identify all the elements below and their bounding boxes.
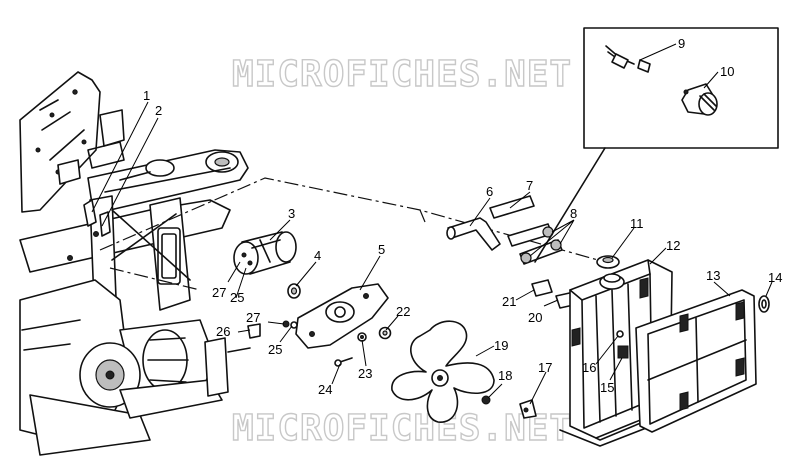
callout-27-upper: 27 [212,285,226,300]
callout-21: 21 [502,294,516,309]
radiator-screen [635,289,757,433]
callout-8: 8 [570,206,577,221]
fitting-17 [519,399,537,419]
callout-15: 15 [600,380,614,395]
callout-25-upper: 25 [230,290,244,305]
callout-1: 1 [143,88,150,103]
callout-25-lower: 25 [268,342,282,357]
callout-9: 9 [678,36,685,51]
callout-17: 17 [538,360,552,375]
callout-23: 23 [358,366,372,381]
callout-12: 12 [666,238,680,253]
fan-motor [233,231,297,275]
bolt-26 [247,323,261,339]
callout-4: 4 [314,248,321,263]
vehicle-frame [19,71,251,456]
frame-bolts [83,199,111,237]
fan-blade [391,320,495,423]
callout-13: 13 [706,268,720,283]
callout-22: 22 [396,304,410,319]
callout-14: 14 [768,270,782,285]
grommet-14 [758,295,770,313]
radiator-cap [596,255,620,269]
watermark-top: MICROFICHES.NET [232,54,572,95]
fan-mount-bracket [295,283,389,349]
motor-shaft-collar [287,283,301,299]
callout-20: 20 [528,310,542,325]
callout-11: 11 [630,216,644,231]
callout-16: 16 [582,360,596,375]
inset-pointer-line [534,147,606,263]
callout-19: 19 [494,338,508,353]
callout-24: 24 [318,382,332,397]
washer-23 [357,332,367,342]
callout-26: 26 [216,324,230,339]
callout-3: 3 [288,206,295,221]
inset-detail-box [583,27,779,149]
callout-2: 2 [155,103,162,118]
lower-bolt-set [282,320,298,329]
callout-10: 10 [720,64,734,79]
leader-lines [91,43,773,405]
callout-18: 18 [498,368,512,383]
coolant-hoses [446,195,579,309]
watermark-bottom: MICROFICHES.NET [232,408,572,449]
callout-labels: 1 2 3 4 5 6 7 8 9 10 11 12 13 14 15 16 1… [143,36,782,397]
callout-27-lower: 27 [246,310,260,325]
callout-6: 6 [486,184,493,199]
screw-24 [334,357,353,367]
callout-5: 5 [378,242,385,257]
callout-7: 7 [526,178,533,193]
nut-22 [378,326,392,340]
